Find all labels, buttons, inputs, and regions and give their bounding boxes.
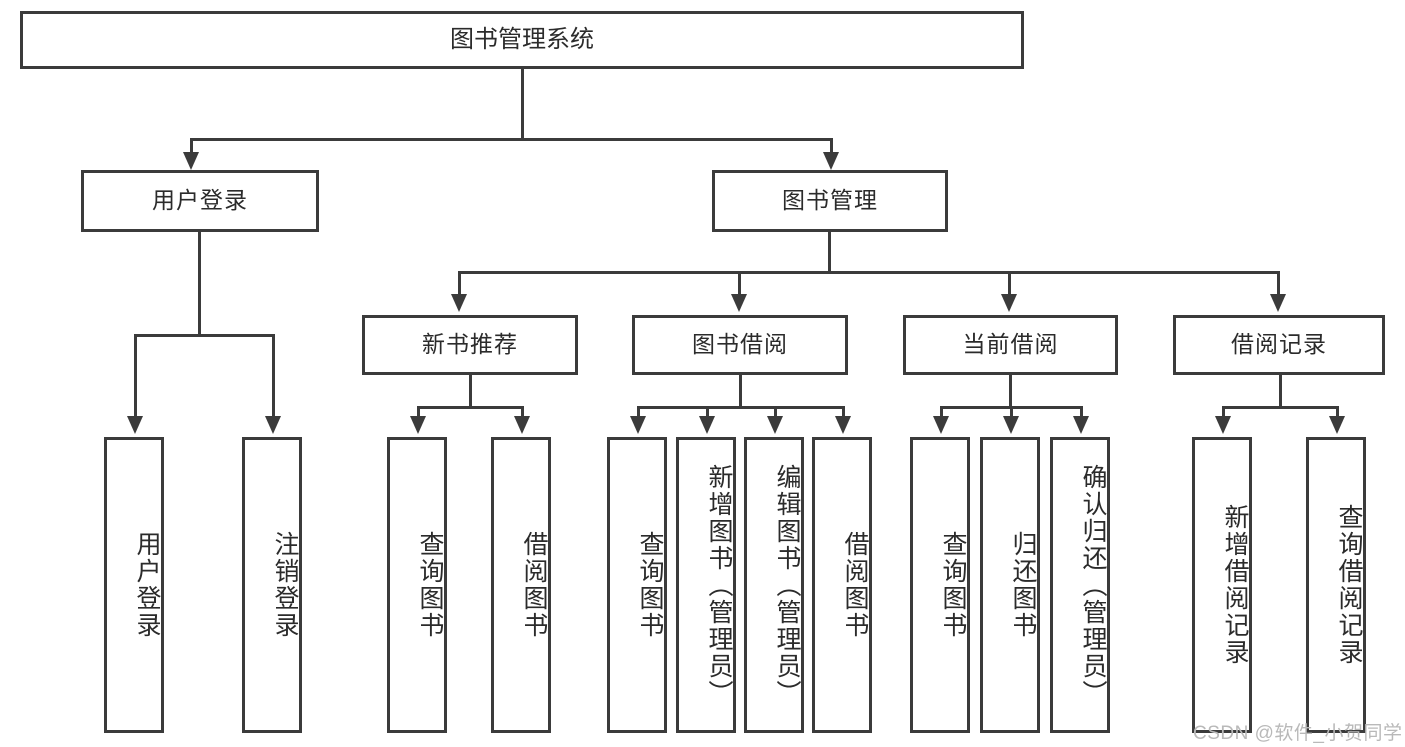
arrow-icon-to-leaf-return-book: [1003, 416, 1019, 434]
leaf-return-book[interactable]: 归还图书: [980, 437, 1040, 733]
connector-cb-drop-3: [1080, 406, 1083, 418]
node-label: 用户登录: [152, 187, 248, 214]
node-label: 查询借阅记录: [1335, 504, 1363, 666]
arrow-icon-to-leaf-query-book-2: [630, 416, 646, 434]
node-label: 注销登录: [271, 531, 299, 639]
node-label: 查询图书: [939, 531, 967, 639]
connector-user-login-drop-2: [272, 334, 275, 418]
arrow-icon-to-leaf-query-record: [1329, 416, 1345, 434]
node-new-book-recommend[interactable]: 新书推荐: [362, 315, 578, 375]
connector-br-drop-1: [1222, 406, 1225, 418]
connector-nbr-drop-2: [521, 406, 524, 418]
arrow-icon-to-leaf-query-book-1: [410, 416, 426, 434]
leaf-query-record[interactable]: 查询借阅记录: [1306, 437, 1366, 733]
connector-bb-bus: [637, 406, 844, 409]
connector-user-login-drop-1: [134, 334, 137, 418]
node-label: 新书推荐: [422, 331, 518, 358]
arrow-icon-to-leaf-add-record: [1215, 416, 1231, 434]
connector-br-bus: [1222, 406, 1339, 409]
node-label: 用户登录: [133, 531, 161, 639]
node-current-borrow[interactable]: 当前借阅: [903, 315, 1118, 375]
watermark-text: CSDN @软件_小贺同学: [1193, 723, 1403, 744]
leaf-borrow-book-2[interactable]: 借阅图书: [812, 437, 872, 733]
node-borrow-record[interactable]: 借阅记录: [1173, 315, 1385, 375]
connector-bm-drop-1: [458, 271, 461, 295]
node-label: 确认归还（管理员）: [1079, 463, 1107, 707]
leaf-confirm-return[interactable]: 确认归还（管理员）: [1050, 437, 1110, 733]
leaf-query-book-1[interactable]: 查询图书: [387, 437, 447, 733]
connector-bm-drop-4: [1277, 271, 1280, 295]
arrow-icon-to-borrow-record: [1270, 294, 1286, 312]
arrow-icon-to-leaf-logout-login: [265, 416, 281, 434]
node-label: 借阅记录: [1231, 331, 1327, 358]
arrow-icon-to-leaf-add-book: [699, 416, 715, 434]
arrow-icon-to-leaf-user-login: [127, 416, 143, 434]
connector-root-bus: [190, 138, 833, 141]
node-label: 借阅图书: [520, 531, 548, 639]
connector-nbr-stem: [469, 375, 472, 407]
connector-book-management-stem: [828, 232, 831, 273]
node-label: 查询图书: [416, 531, 444, 639]
node-user-login[interactable]: 用户登录: [81, 170, 319, 232]
connector-bm-drop-2: [738, 271, 741, 295]
connector-bb-stem: [739, 375, 742, 407]
connector-nbr-drop-1: [417, 406, 420, 418]
connector-cb-drop-2: [1010, 406, 1013, 418]
connector-br-stem: [1279, 375, 1282, 407]
node-label: 新增图书（管理员）: [705, 463, 733, 707]
connector-root-stem: [521, 69, 524, 139]
arrow-icon-to-leaf-borrow-book-2: [835, 416, 851, 434]
leaf-query-book-3[interactable]: 查询图书: [910, 437, 970, 733]
node-root-system[interactable]: 图书管理系统: [20, 11, 1024, 69]
leaf-edit-book[interactable]: 编辑图书（管理员）: [744, 437, 804, 733]
connector-user-login-stem: [198, 232, 201, 335]
node-label: 借阅图书: [841, 531, 869, 639]
arrow-icon-to-leaf-confirm-return: [1073, 416, 1089, 434]
node-book-management[interactable]: 图书管理: [712, 170, 948, 232]
node-book-borrow[interactable]: 图书借阅: [632, 315, 848, 375]
node-label: 查询图书: [636, 531, 664, 639]
connector-bb-drop-1: [637, 406, 640, 418]
arrow-icon-to-book-borrow: [731, 294, 747, 312]
connector-user-login-bus: [134, 334, 275, 337]
connector-bm-drop-3: [1008, 271, 1011, 295]
arrow-icon-to-leaf-edit-book: [767, 416, 783, 434]
connector-bb-drop-3: [774, 406, 777, 418]
arrow-icon-to-new-book-recommend: [451, 294, 467, 312]
leaf-query-book-2[interactable]: 查询图书: [607, 437, 667, 733]
connector-cb-drop-1: [940, 406, 943, 418]
connector-root-drop-2: [830, 138, 833, 155]
connector-book-management-bus: [458, 271, 1280, 274]
arrow-icon-root-to-book-management: [823, 152, 839, 170]
arrow-icon-to-current-borrow: [1001, 294, 1017, 312]
node-label: 图书管理: [782, 187, 878, 214]
connector-bb-drop-4: [842, 406, 845, 418]
connector-root-drop-1: [190, 138, 193, 155]
leaf-logout-login[interactable]: 注销登录: [242, 437, 302, 733]
arrow-icon-root-to-user-login: [183, 152, 199, 170]
node-label: 图书借阅: [692, 331, 788, 358]
leaf-borrow-book-1[interactable]: 借阅图书: [491, 437, 551, 733]
connector-nbr-bus: [417, 406, 524, 409]
arrow-icon-to-leaf-query-book-3: [933, 416, 949, 434]
arrow-icon-to-leaf-borrow-book-1: [514, 416, 530, 434]
leaf-add-book[interactable]: 新增图书（管理员）: [676, 437, 736, 733]
leaf-add-record[interactable]: 新增借阅记录: [1192, 437, 1252, 733]
node-label: 新增借阅记录: [1221, 504, 1249, 666]
connector-br-drop-2: [1336, 406, 1339, 418]
node-label: 图书管理系统: [450, 25, 594, 53]
leaf-user-login[interactable]: 用户登录: [104, 437, 164, 733]
connector-cb-stem: [1009, 375, 1012, 407]
connector-bb-drop-2: [706, 406, 709, 418]
node-label: 当前借阅: [962, 331, 1059, 358]
node-label: 归还图书: [1009, 531, 1037, 639]
node-label: 编辑图书（管理员）: [773, 463, 801, 707]
